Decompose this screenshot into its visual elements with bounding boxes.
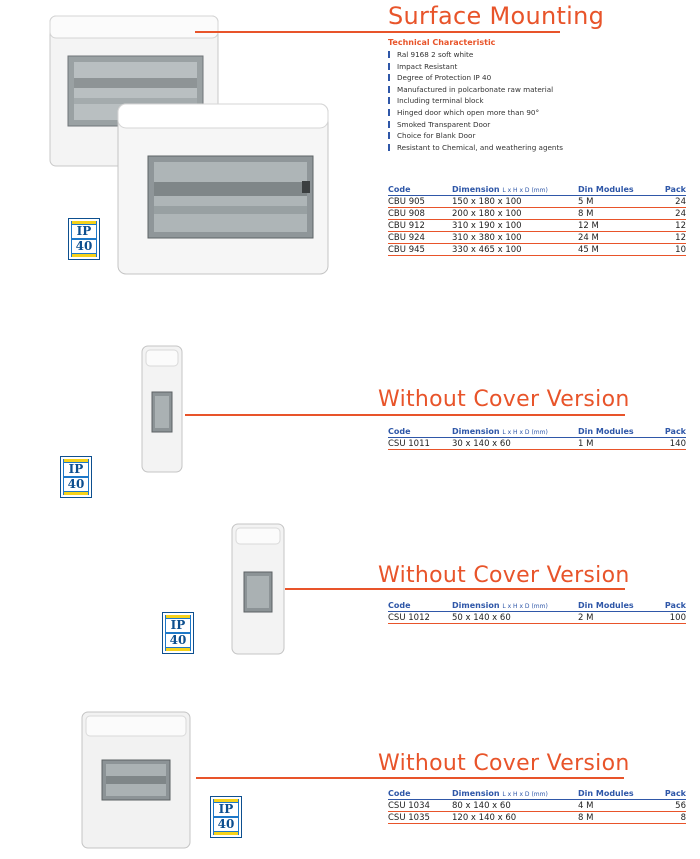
header-dimension: Dimension L x H x D (mm) bbox=[452, 788, 578, 800]
technical-item: Ral 9168 2 soft white bbox=[388, 49, 563, 61]
header-dimension: Dimension L x H x D (mm) bbox=[452, 600, 578, 612]
technical-item: Smoked Transparent Door bbox=[388, 119, 563, 131]
header-code: Code bbox=[388, 788, 452, 800]
badge-ip-text: IP bbox=[214, 803, 238, 816]
section-rule bbox=[185, 414, 625, 416]
technical-item: Manufactured in polcarbonate raw materia… bbox=[388, 84, 563, 96]
header-code: Code bbox=[388, 600, 452, 612]
header-din: Din Modules bbox=[578, 426, 658, 438]
section-rule bbox=[195, 31, 560, 33]
table-header-row: Code Dimension L x H x D (mm) Din Module… bbox=[388, 600, 686, 612]
technical-item: Choice for Blank Door bbox=[388, 130, 563, 142]
header-code: Code bbox=[388, 184, 452, 196]
enclosure-2m-image bbox=[231, 523, 285, 655]
technical-item: Degree of Protection IP 40 bbox=[388, 72, 563, 84]
section-title: Without Cover Version bbox=[378, 751, 630, 776]
header-din: Din Modules bbox=[578, 600, 658, 612]
badge-stripe bbox=[64, 459, 88, 462]
badge-ip-text: IP bbox=[166, 619, 190, 632]
spec-table-csu1034: Code Dimension L x H x D (mm) Din Module… bbox=[388, 788, 686, 824]
section-title: Surface Mounting bbox=[388, 2, 605, 30]
header-dimension: Dimension L x H x D (mm) bbox=[452, 426, 578, 438]
badge-40-text: 40 bbox=[214, 818, 238, 831]
technical-item: Resistant to Chemical, and weathering ag… bbox=[388, 142, 563, 154]
badge-40-text: 40 bbox=[166, 634, 190, 647]
section-title: Without Cover Version bbox=[378, 387, 630, 412]
section-title: Without Cover Version bbox=[378, 563, 630, 588]
ip40-badge-1: IP 40 bbox=[68, 218, 100, 260]
header-pack: Pack bbox=[658, 184, 686, 196]
ip40-badge-3: IP 40 bbox=[162, 612, 194, 654]
badge-stripe bbox=[64, 492, 88, 495]
badge-stripe bbox=[166, 615, 190, 618]
badge-stripe bbox=[166, 648, 190, 651]
badge-stripe bbox=[214, 832, 238, 835]
spec-table-csu1012: Code Dimension L x H x D (mm) Din Module… bbox=[388, 600, 686, 624]
badge-stripe bbox=[72, 254, 96, 257]
badge-40-text: 40 bbox=[72, 240, 96, 253]
technical-item: Including terminal block bbox=[388, 95, 563, 107]
badge-ip-text: IP bbox=[72, 225, 96, 238]
spec-table-surface: Code Dimension L x H x D (mm) Din Module… bbox=[388, 184, 686, 256]
technical-heading: Technical Characteristic bbox=[388, 38, 496, 47]
technical-item: Hinged door which open more than 90° bbox=[388, 107, 563, 119]
enclosure-4m-image bbox=[81, 711, 191, 849]
table-header-row: Code Dimension L x H x D (mm) Din Module… bbox=[388, 184, 686, 196]
table-header-row: Code Dimension L x H x D (mm) Din Module… bbox=[388, 788, 686, 800]
section-rule bbox=[196, 777, 624, 779]
technical-list: Ral 9168 2 soft white Impact Resistant D… bbox=[388, 49, 563, 153]
enclosure-1m-image bbox=[141, 345, 183, 473]
ip40-badge-4: IP 40 bbox=[210, 796, 242, 838]
ip40-badge-2: IP 40 bbox=[60, 456, 92, 498]
header-pack: Pack bbox=[658, 600, 686, 612]
technical-characteristics: Technical Characteristic Ral 9168 2 soft… bbox=[388, 38, 563, 153]
header-code: Code bbox=[388, 426, 452, 438]
header-dimension: Dimension L x H x D (mm) bbox=[452, 184, 578, 196]
header-din: Din Modules bbox=[578, 184, 658, 196]
surface-mount-enclosures-image bbox=[49, 15, 329, 275]
technical-item: Impact Resistant bbox=[388, 61, 563, 73]
header-pack: Pack bbox=[658, 426, 686, 438]
badge-40-text: 40 bbox=[64, 478, 88, 491]
header-pack: Pack bbox=[658, 788, 686, 800]
header-din: Din Modules bbox=[578, 788, 658, 800]
badge-ip-text: IP bbox=[64, 463, 88, 476]
badge-stripe bbox=[72, 221, 96, 224]
spec-table-csu1011: Code Dimension L x H x D (mm) Din Module… bbox=[388, 426, 686, 450]
section-rule bbox=[285, 588, 625, 590]
badge-stripe bbox=[214, 799, 238, 802]
table-header-row: Code Dimension L x H x D (mm) Din Module… bbox=[388, 426, 686, 438]
